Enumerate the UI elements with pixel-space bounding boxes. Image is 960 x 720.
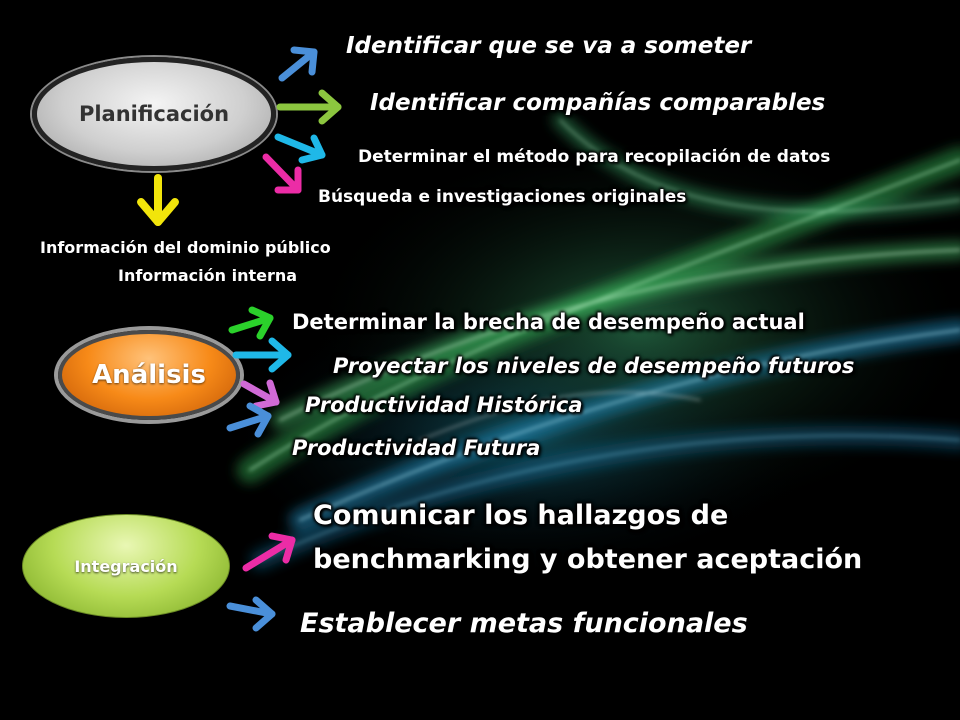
analysis-step-4: Productividad Futura <box>292 436 541 460</box>
analysis-stage-label: Análisis <box>92 360 206 390</box>
blue-arrow-2-icon <box>226 402 272 438</box>
integration-step-1-line-2: benchmarking y obtener aceptación <box>313 544 863 575</box>
pink-arrow-icon <box>240 379 280 410</box>
down-arrow-icon <box>137 174 179 226</box>
analysis-stage-badge: Análisis <box>58 330 240 420</box>
magenta-arrow-2-icon <box>242 532 296 572</box>
analysis-step-2: Proyectar los niveles de desempeño futur… <box>333 354 855 378</box>
planning-stage-badge: Planificación <box>32 57 276 171</box>
planning-source-1: Información del dominio público <box>40 238 331 257</box>
planning-step-4: Búsqueda e investigaciones originales <box>318 187 687 207</box>
analysis-step-3: Productividad Histórica <box>305 393 583 417</box>
blue-arrow-3-icon <box>226 596 276 632</box>
integration-stage-label: Integración <box>74 556 178 576</box>
planning-step-2: Identificar compañías comparables <box>370 90 826 116</box>
planning-source-2: Información interna <box>118 266 298 285</box>
blue-arrow-icon <box>278 46 318 82</box>
green-arrow-icon <box>276 89 342 125</box>
planning-step-1: Identificar que se va a someter <box>346 33 752 59</box>
cyan-arrow-icon <box>274 133 326 164</box>
lime-arrow-icon <box>228 306 274 340</box>
integration-step-2: Establecer metas funcionales <box>300 608 748 639</box>
planning-stage-label: Planificación <box>78 102 230 126</box>
magenta-arrow-icon <box>262 153 302 194</box>
integration-step-1-line-1: Comunicar los hallazgos de <box>313 500 729 531</box>
planning-step-3: Determinar el método para recopilación d… <box>358 147 831 167</box>
cyan-arrow-2-icon <box>232 337 292 373</box>
integration-stage-badge: Integración <box>22 514 230 618</box>
analysis-step-1: Determinar la brecha de desempeño actual <box>292 310 805 334</box>
